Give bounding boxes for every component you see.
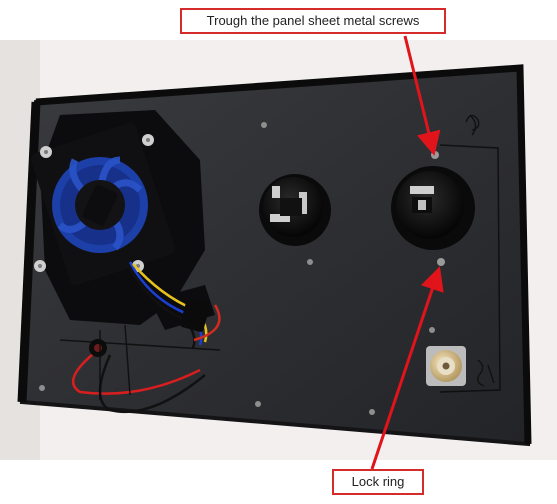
arrow-to-lock-ring [370,266,444,470]
callout-screws-label: Trough the panel sheet metal screws [180,8,446,34]
wire-connector [180,298,210,332]
fan [30,122,176,286]
arrow-to-screw [403,35,441,156]
fan-wires [126,261,221,349]
handwriting [465,114,495,387]
rca-connector [426,346,466,386]
panel-screws [39,122,435,415]
panel-edge-left [17,101,41,403]
socket-right [391,151,475,266]
power-wires [71,339,206,414]
pen-markings [59,114,501,400]
socket-left [259,174,331,246]
panel-edge-tape [35,64,532,445]
callout-lock-ring-label: Lock ring [332,469,424,495]
